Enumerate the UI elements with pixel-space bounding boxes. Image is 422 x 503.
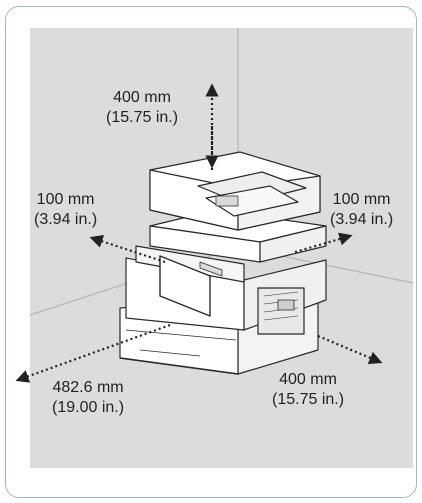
- arrow-rear: [317, 334, 383, 365]
- printer: [119, 151, 327, 375]
- clearance-top-label: 400 mm (15.75 in.): [106, 88, 178, 128]
- clearance-left-mm: 100 mm: [36, 191, 95, 208]
- clearance-rear-label: 400 mm (15.75 in.): [272, 370, 344, 410]
- clearance-front-in: (19.00 in.): [52, 399, 125, 416]
- clearance-right-in: (3.94 in.): [330, 211, 394, 228]
- clearance-right-label: 100 mm (3.94 in.): [330, 190, 393, 230]
- clearance-front-mm: 482.6 mm: [52, 379, 124, 396]
- clearance-left-label: 100 mm (3.94 in.): [34, 190, 97, 230]
- clearance-left-in: (3.94 in.): [34, 211, 98, 228]
- clearance-top-in: (15.75 in.): [106, 109, 179, 126]
- clearance-rear-mm: 400 mm: [279, 371, 337, 388]
- arrow-front: [15, 323, 171, 383]
- clearance-rear-in: (15.75 in.): [272, 391, 345, 408]
- clearance-front-label: 482.6 mm (19.00 in.): [52, 378, 124, 418]
- clearance-top-mm: 400 mm: [113, 89, 171, 106]
- clearance-right-mm: 100 mm: [332, 191, 391, 208]
